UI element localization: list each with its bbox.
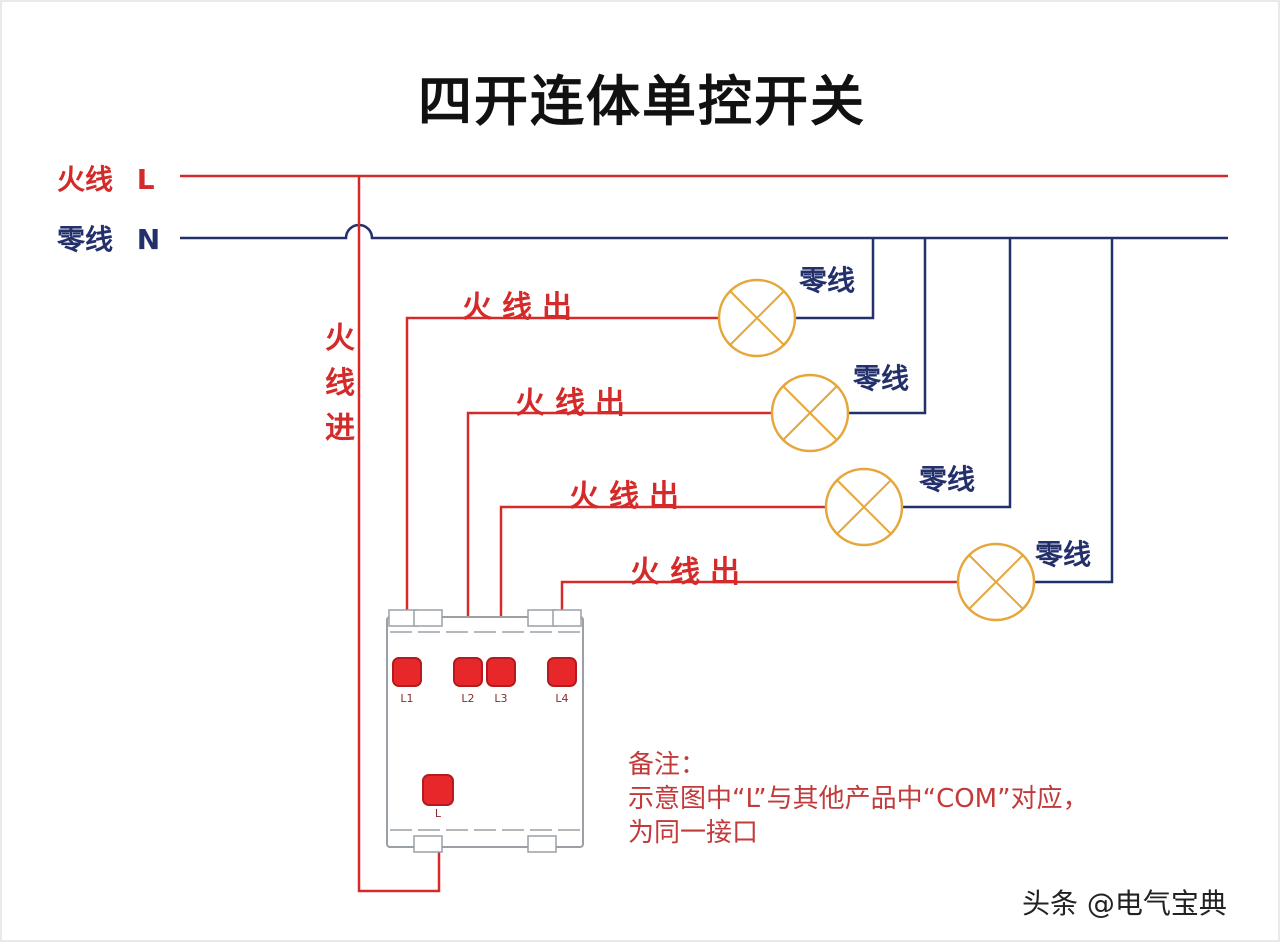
diagram-title: 四开连体单控开关	[418, 70, 866, 133]
terminal-common	[422, 774, 454, 806]
live-out-wire-4	[560, 580, 957, 669]
live-out-wire-3	[499, 505, 825, 669]
live-out-wire-2	[466, 411, 771, 669]
neutral-label-2: 零线	[853, 362, 910, 395]
live-out-label-3: 火线出	[569, 479, 689, 514]
note-heading: 备注：	[628, 750, 707, 780]
terminal-label-l4: L4	[555, 692, 569, 705]
live-main-label: 火线 L	[57, 163, 155, 196]
lamp-3	[824, 467, 904, 547]
terminal-l2	[453, 657, 483, 687]
neutral-return-4	[1035, 238, 1114, 584]
terminal-l4	[547, 657, 577, 687]
terminal-l3	[486, 657, 516, 687]
terminal-label-l1: L1	[400, 692, 414, 705]
terminal-label-l2: L2	[461, 692, 475, 705]
lamp-4	[956, 542, 1036, 622]
neutral-return-3	[903, 238, 1012, 509]
live-out-label-2: 火线出	[515, 386, 635, 421]
note-line-2: 为同一接口	[628, 818, 759, 848]
terminal-label-l3: L3	[494, 692, 508, 705]
neutral-main-line	[180, 223, 1228, 240]
lamp-2	[770, 373, 850, 453]
neutral-main-label: 零线 N	[57, 223, 161, 256]
terminal-label-common: L	[434, 807, 442, 820]
neutral-label-1: 零线	[799, 264, 856, 297]
lamp-1	[717, 278, 797, 358]
note-block: 备注： 示意图中“L”与其他产品中“COM”对应， 为同一接口	[628, 748, 1089, 850]
switch-body	[386, 609, 584, 853]
live-in-label: 火 线 进	[325, 321, 355, 446]
live-out-label-4: 火线出	[630, 555, 750, 590]
neutral-return-1	[796, 238, 875, 320]
neutral-label-4: 零线	[1035, 538, 1092, 571]
neutral-label-3: 零线	[919, 463, 976, 496]
neutral-return-2	[849, 238, 927, 415]
note-line-1: 示意图中“L”与其他产品中“COM”对应，	[628, 784, 1089, 814]
watermark: 头条 @电气宝典	[1022, 887, 1227, 920]
live-out-label-1: 火线出	[462, 290, 582, 325]
terminal-l1	[392, 657, 422, 687]
live-out-wire-1	[405, 316, 718, 669]
